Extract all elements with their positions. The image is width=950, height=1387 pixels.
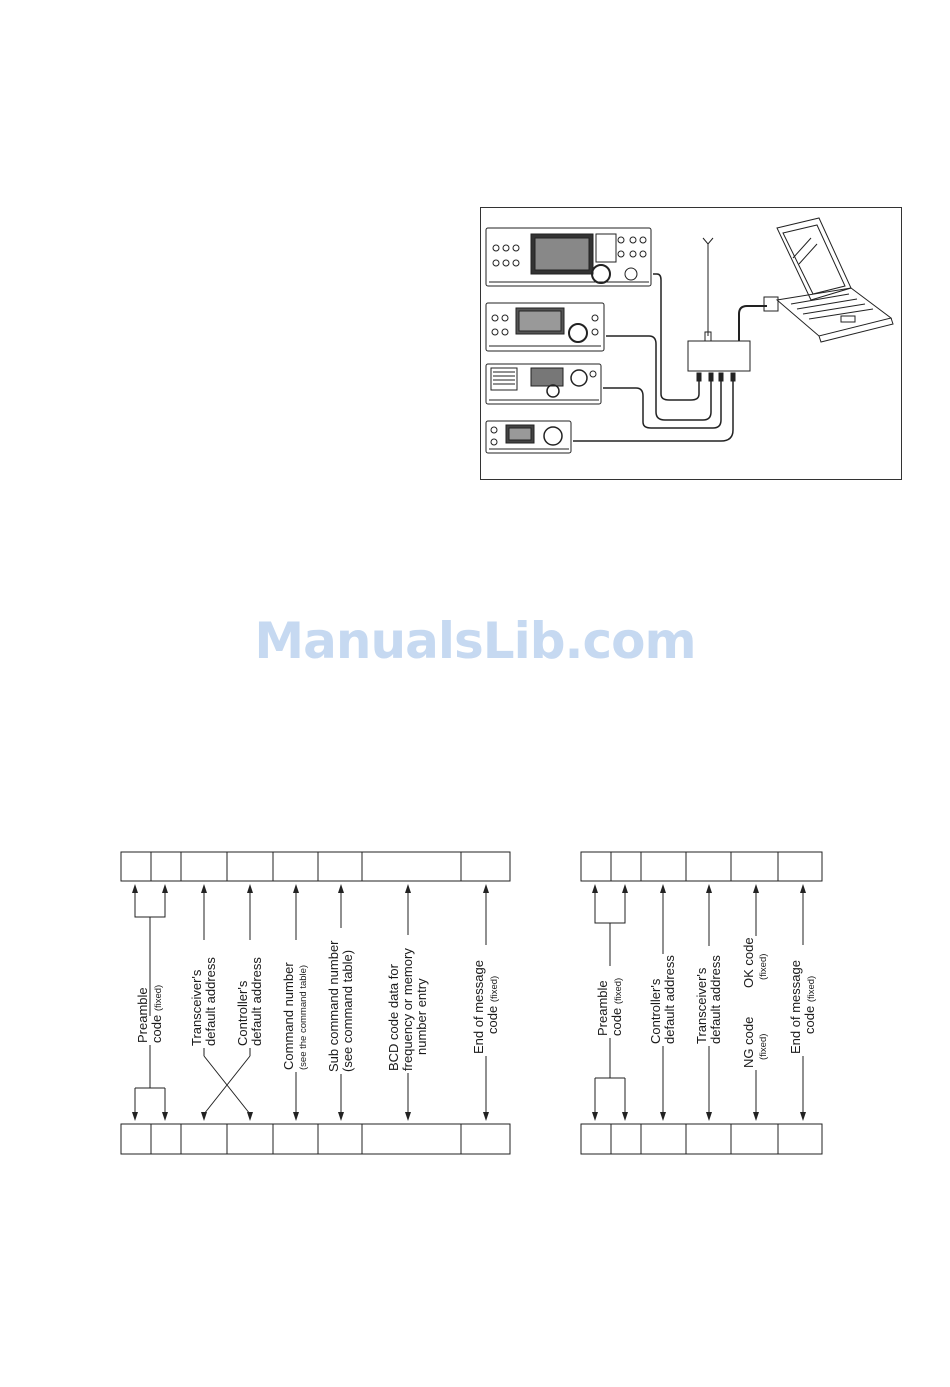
svg-text:default address: default address bbox=[249, 957, 264, 1046]
reply-label-ok-code: OK code (fixed) bbox=[741, 937, 769, 988]
command-frame-top-row bbox=[120, 851, 511, 882]
label-end-of-message-line2: code (fixed) bbox=[485, 976, 500, 1034]
svg-text:(fixed): (fixed) bbox=[758, 1034, 769, 1060]
svg-text:End of message: End of message bbox=[471, 960, 486, 1054]
label-transceiver-address: Transceiver's default address bbox=[189, 957, 218, 1046]
svg-text:Controller's: Controller's bbox=[648, 978, 663, 1044]
manualslib-watermark: ManualsLib.com bbox=[254, 612, 696, 670]
svg-text:BCD code data for: BCD code data for bbox=[386, 963, 401, 1071]
reply-label-ng-code: NG code (fixed) bbox=[741, 1017, 769, 1068]
svg-text:Sub command number: Sub command number bbox=[326, 940, 341, 1072]
laptop-icon bbox=[775, 217, 894, 343]
reply-label-controller-address: Controller's default address bbox=[648, 955, 677, 1044]
reply-label-preamble-code: Preamble code (fixed) bbox=[595, 978, 624, 1036]
svg-text:Command number: Command number bbox=[281, 962, 296, 1070]
svg-text:Controller's: Controller's bbox=[235, 980, 250, 1046]
reply-frame-top-row bbox=[580, 851, 823, 882]
svg-text:(see command table): (see command table) bbox=[340, 950, 355, 1072]
reply-label-end-of-message-line2: code (fixed) bbox=[802, 976, 817, 1034]
svg-text:frequency or memory: frequency or memory bbox=[400, 948, 415, 1071]
svg-text:Transceiver's: Transceiver's bbox=[189, 969, 204, 1046]
transceiver-2-icon bbox=[485, 302, 605, 352]
svg-text:default address: default address bbox=[662, 955, 677, 1044]
svg-text:number entry: number entry bbox=[414, 978, 429, 1055]
svg-text:(see the command table): (see the command table) bbox=[298, 965, 309, 1070]
transceiver-1-icon bbox=[485, 227, 652, 287]
command-frame-bottom-row bbox=[120, 1123, 511, 1155]
label-sub-command-number: Sub command number (see command table) bbox=[326, 940, 355, 1072]
svg-text:(fixed): (fixed) bbox=[758, 954, 769, 980]
antenna-icon bbox=[702, 237, 714, 336]
svg-text:default address: default address bbox=[708, 955, 723, 1044]
reply-frame-bottom-row bbox=[580, 1123, 823, 1155]
reply-label-transceiver-address: Transceiver's default address bbox=[694, 955, 723, 1044]
svg-text:Transceiver's: Transceiver's bbox=[694, 967, 709, 1044]
interface-box-icon bbox=[687, 340, 751, 372]
transceiver-3-icon bbox=[485, 363, 602, 405]
connection-diagram bbox=[480, 207, 902, 480]
reply-label-end-of-message: End of message code (fixed) bbox=[788, 960, 817, 1054]
reply-label-preamble-code-line2: code (fixed) bbox=[609, 978, 624, 1036]
svg-text:OK code: OK code bbox=[741, 937, 756, 988]
label-controller-address: Controller's default address bbox=[235, 957, 264, 1046]
label-preamble-code-line2: code (fixed) bbox=[149, 985, 164, 1043]
svg-text:End of message: End of message bbox=[788, 960, 803, 1054]
svg-text:Preamble: Preamble bbox=[135, 987, 150, 1043]
svg-text:NG code: NG code bbox=[741, 1017, 756, 1068]
label-end-of-message: End of message code (fixed) bbox=[471, 960, 500, 1054]
transceiver-4-icon bbox=[485, 420, 572, 454]
svg-text:default address: default address bbox=[203, 957, 218, 1046]
label-preamble-code: Preamble code (fixed) bbox=[135, 985, 164, 1043]
label-bcd-code-data: BCD code data for frequency or memory nu… bbox=[386, 948, 429, 1071]
connection-illustration bbox=[485, 217, 894, 454]
label-command-number: Command number (see the command table) bbox=[281, 962, 309, 1070]
svg-text:Preamble: Preamble bbox=[595, 980, 610, 1036]
